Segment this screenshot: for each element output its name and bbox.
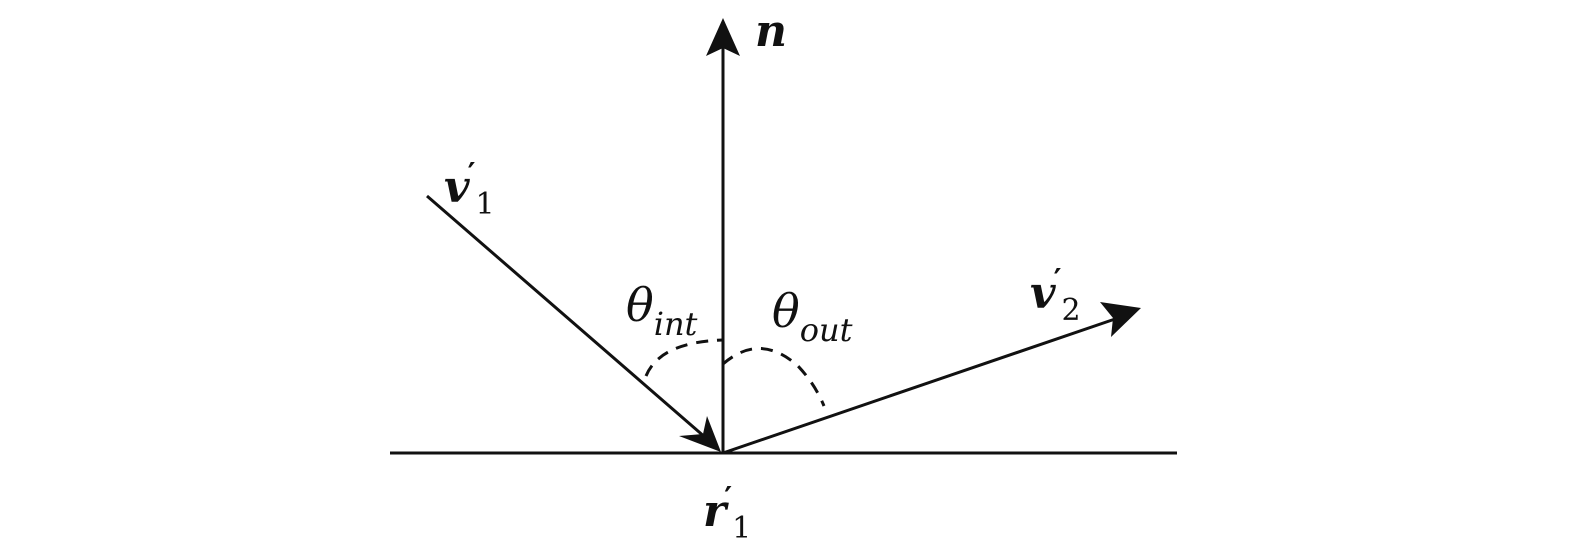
outgoing-arrowhead [1100, 302, 1141, 337]
contact-point-label: r′1 [703, 484, 751, 544]
normal-symbol: n [755, 6, 787, 57]
incoming-subscript: 1 [475, 187, 495, 222]
incoming-prime-mark: ′ [467, 157, 476, 192]
normal-arrowhead [706, 18, 740, 56]
outgoing-vector-symbol: v [1030, 268, 1056, 319]
outgoing-subscript: 2 [1061, 293, 1081, 328]
contact-point-symbol: r [703, 486, 727, 537]
contact-subscript: 1 [732, 511, 752, 546]
normal-label: n [755, 10, 787, 54]
theta-int-symbol: θ [626, 278, 654, 332]
theta-out-arc [722, 347, 826, 407]
outgoing-vector-line [722, 316, 1119, 455]
incoming-vector-line [426, 194, 707, 440]
theta-out-subscript: out [799, 311, 853, 349]
theta-int-subscript: int [653, 305, 698, 343]
outgoing-vector-label: v′2 [1030, 266, 1081, 326]
theta-int-arc [644, 338, 724, 377]
theta-out-symbol: θ [772, 284, 800, 338]
contact-prime-mark: ′ [724, 481, 733, 516]
incoming-vector-symbol: v [444, 162, 470, 213]
incoming-arrowhead [679, 416, 721, 452]
incoming-vector-label: v′1 [444, 160, 495, 220]
theta-out-label: θout [772, 288, 852, 346]
theta-int-label: θint [626, 282, 697, 340]
outgoing-prime-mark: ′ [1053, 263, 1062, 298]
